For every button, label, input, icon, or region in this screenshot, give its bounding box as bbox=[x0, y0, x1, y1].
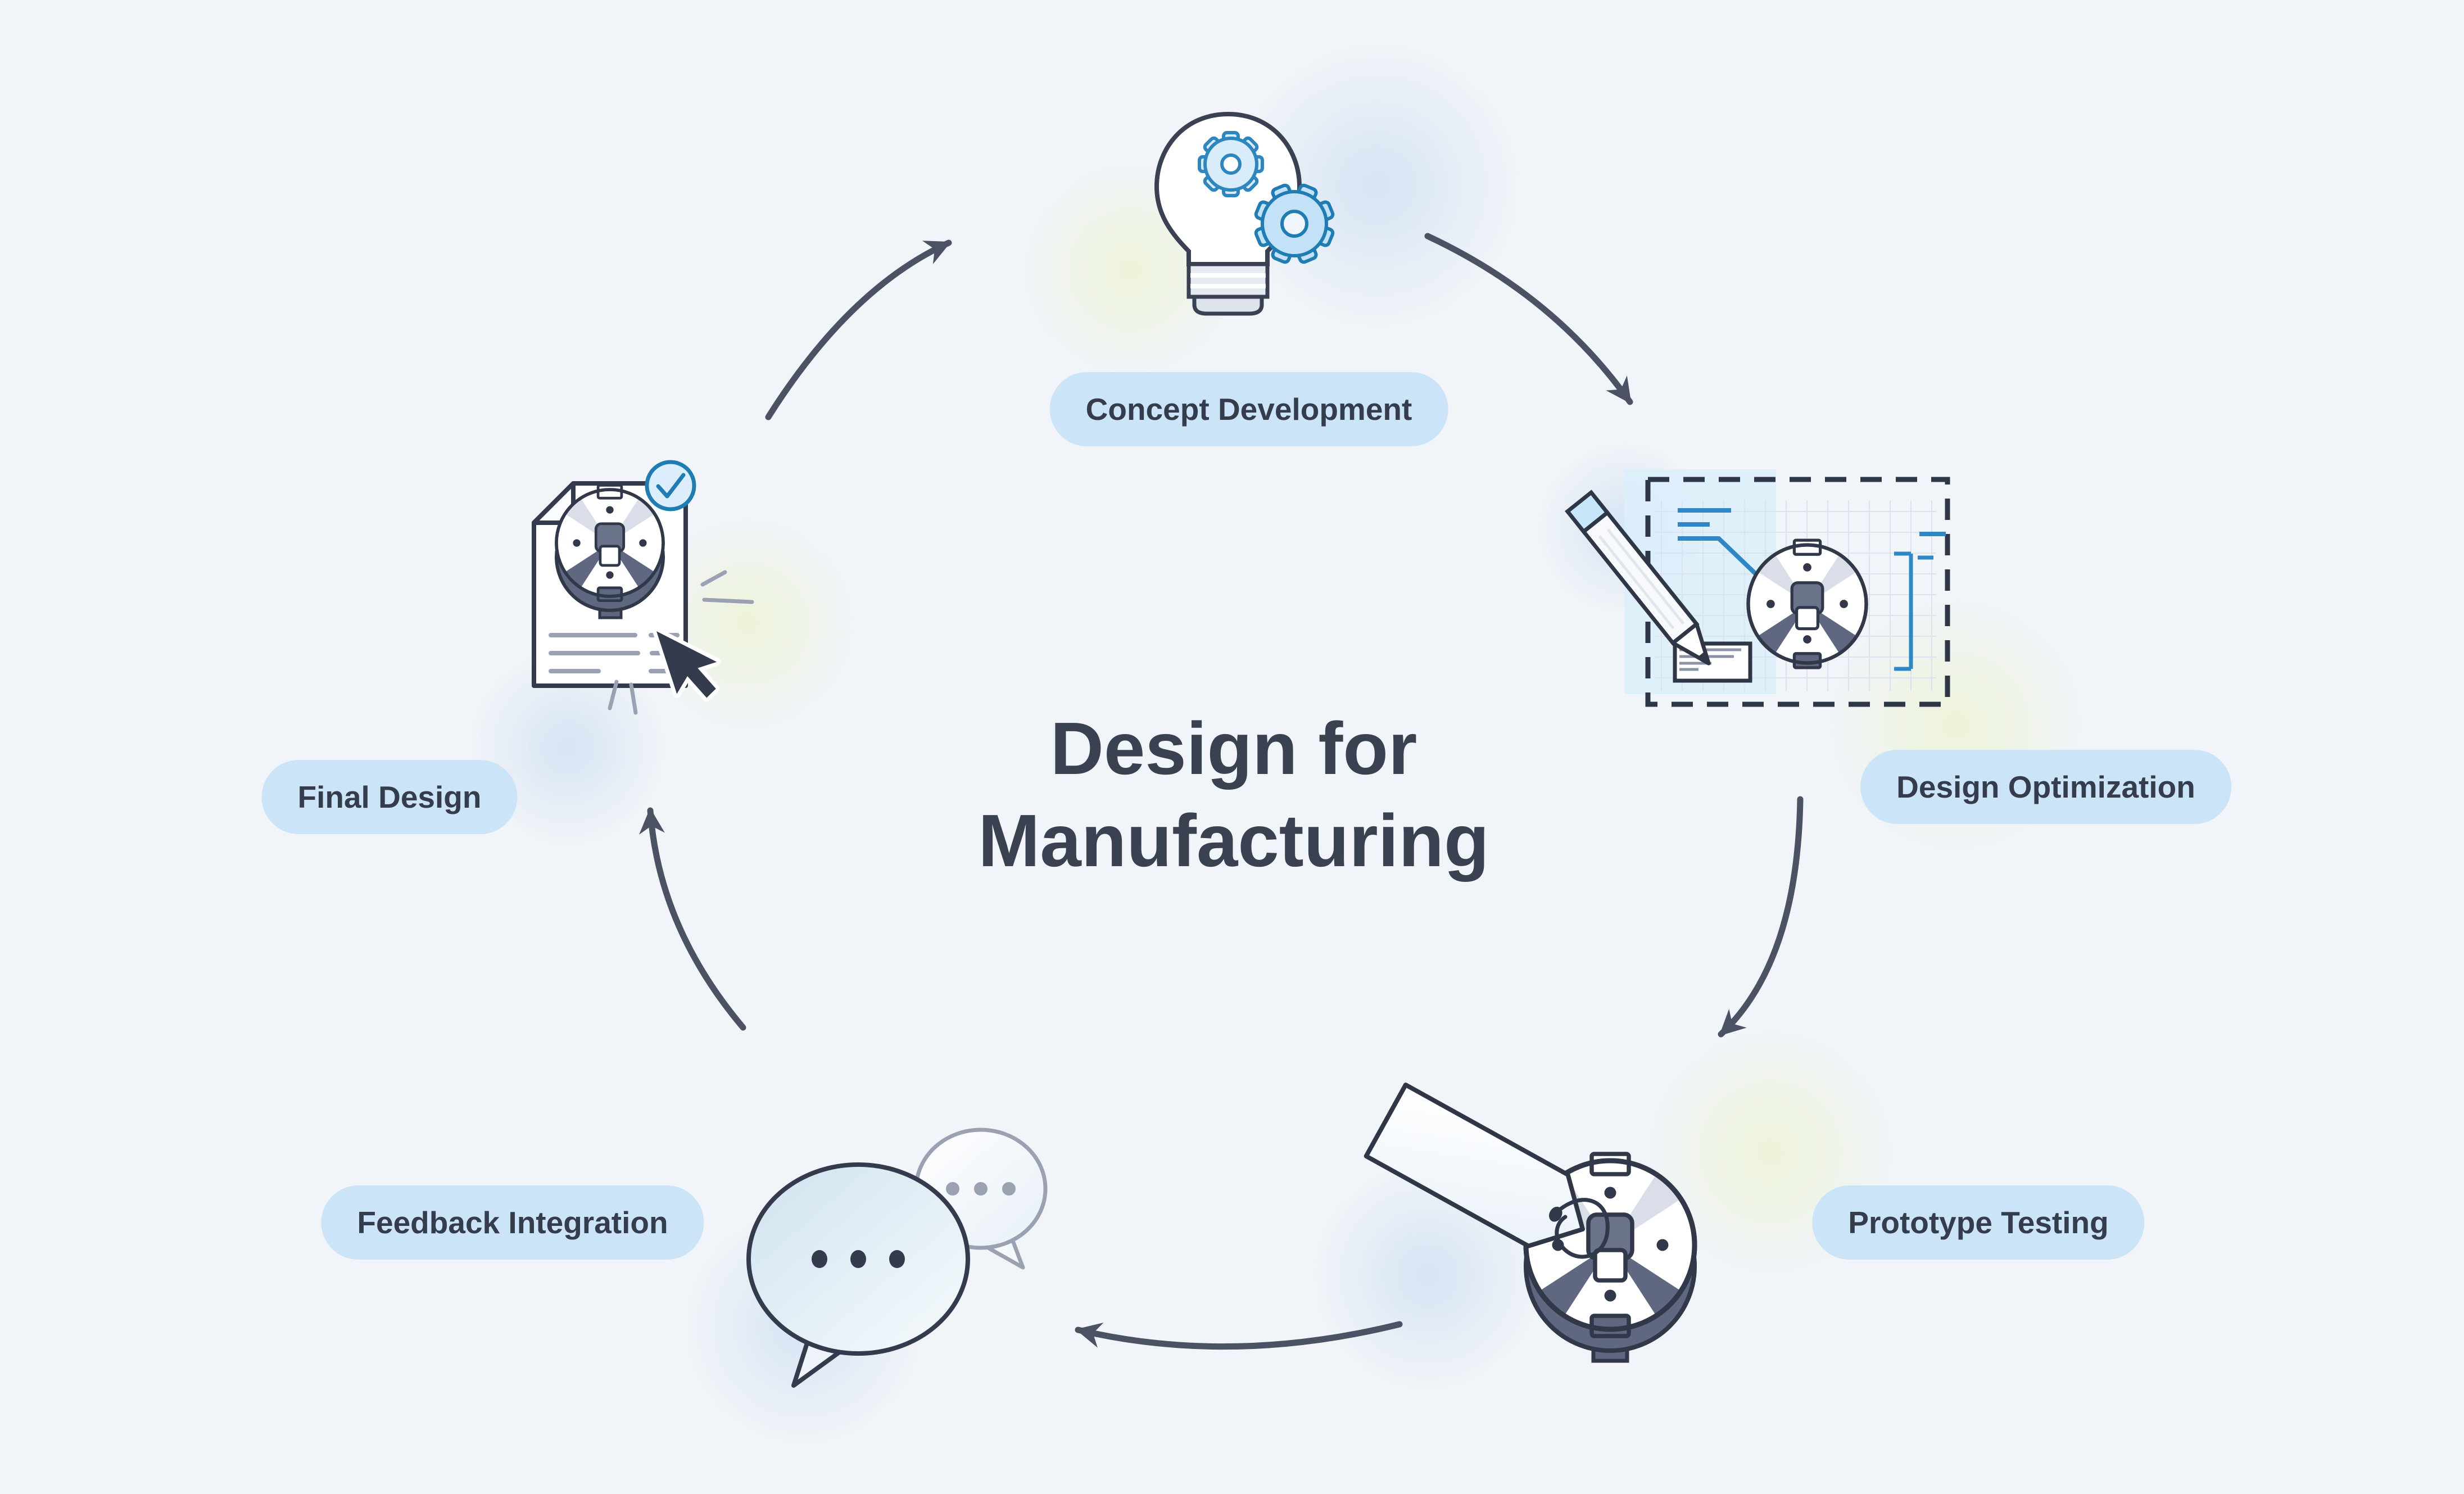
document-part-image bbox=[555, 485, 665, 619]
machined-part-tag-icon bbox=[1364, 1083, 1731, 1363]
pencil-icon bbox=[1565, 490, 1711, 665]
large-speech-bubble bbox=[746, 1162, 970, 1388]
stage-label-feedback-integration: Feedback Integration bbox=[321, 1185, 704, 1260]
arrow-prototype-to-feedback bbox=[1075, 1321, 1403, 1350]
bulb-base bbox=[1186, 262, 1270, 316]
dimension-bracket bbox=[1894, 532, 1946, 671]
approved-document-icon bbox=[532, 460, 754, 715]
stage-label-concept-development: Concept Development bbox=[1049, 372, 1448, 446]
stage-label-design-optimization: Design Optimization bbox=[1860, 750, 2231, 824]
arrow-feedback-to-final bbox=[639, 807, 746, 1031]
arrow-concept-to-optimization bbox=[1424, 233, 1633, 405]
approved-check-icon bbox=[645, 460, 696, 511]
arrow-optimization-to-prototype bbox=[1718, 796, 1804, 1038]
tag-string bbox=[1553, 1198, 1610, 1259]
blueprint-pencil-icon bbox=[1565, 469, 1950, 707]
stage-label-prototype-testing: Prototype Testing bbox=[1812, 1185, 2145, 1260]
page-title: Design for Manufacturing bbox=[978, 703, 1489, 887]
title-line-1: Design for bbox=[1050, 707, 1417, 790]
small-gear-icon bbox=[1198, 131, 1264, 197]
stage-label-final-design: Final Design bbox=[261, 760, 518, 834]
title-line-2: Manufacturing bbox=[978, 799, 1489, 882]
lightbulb-gears-icon bbox=[1154, 111, 1335, 316]
accent-sparks bbox=[608, 570, 754, 715]
speech-bubbles-icon bbox=[746, 1128, 1048, 1388]
large-gear-icon bbox=[1254, 183, 1335, 264]
cursor-icon bbox=[653, 627, 721, 702]
arrow-final-to-concept bbox=[765, 239, 952, 420]
document bbox=[532, 481, 688, 688]
